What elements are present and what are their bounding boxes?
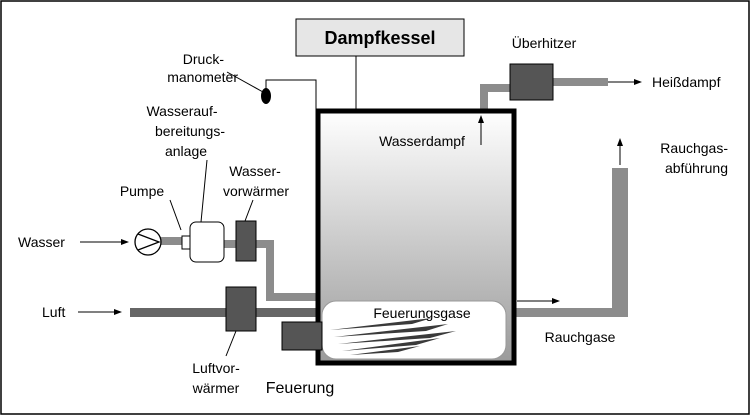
title-box	[295, 18, 465, 57]
water-preheater	[235, 220, 257, 262]
label-aufb-1: Wasserauf-	[146, 103, 217, 119]
title: Dampfkessel	[324, 28, 435, 48]
superheater	[509, 63, 554, 101]
label-pumpe: Pumpe	[120, 183, 165, 199]
pipe-pump-treatment	[160, 237, 190, 245]
label-ueberhitzer: Überhitzer	[512, 34, 577, 51]
burner	[281, 321, 323, 351]
arrows	[78, 71, 642, 357]
pipe-preheater-out	[256, 240, 274, 248]
gauge-line	[265, 79, 317, 111]
label-heissdampf: Heißdampf	[652, 74, 721, 90]
label-rauchgasab-1: Rauchgas-	[660, 140, 728, 156]
pipe-flue-horizontal	[510, 308, 628, 317]
pipe-air-in	[130, 308, 226, 317]
label-luftv-2: wärmer	[192, 380, 240, 396]
label-druck-2: manometer	[167, 69, 238, 85]
label-luft: Luft	[42, 304, 65, 320]
flame-icon	[330, 318, 456, 355]
label-vorw-2: vorwärmer	[223, 183, 289, 199]
label-druck-1: Druck-	[183, 51, 225, 67]
water-treatment-plant	[181, 221, 225, 263]
label-wasserdampf: Wasserdampf	[379, 133, 465, 149]
label-vorw-1: Wasser-	[229, 163, 281, 179]
pipe-steam-up	[480, 84, 488, 114]
pipe-water-boiler	[266, 293, 318, 301]
air-preheater	[225, 286, 257, 332]
label-luftv-1: Luftvor-	[192, 360, 240, 376]
label-rauchgasab-2: abführung	[665, 160, 728, 176]
label-rauchgase: Rauchgase	[545, 329, 616, 345]
pipe-superheater-out	[553, 78, 608, 86]
label-aufb-3: anlage	[165, 143, 207, 159]
pipe-air-boiler	[256, 308, 322, 317]
gauge-icon	[261, 88, 271, 104]
pump-icon	[134, 228, 162, 256]
pipe-flue-stack	[612, 168, 628, 317]
label-feuerungsgase: Feuerungsgase	[373, 305, 471, 321]
pipes	[130, 78, 628, 317]
pipe-treatment-preheater	[223, 240, 237, 248]
pipe-water-down	[266, 240, 274, 300]
label-wasser: Wasser	[18, 234, 65, 250]
pipe-steam-superheater	[480, 84, 512, 92]
label-aufb-2: bereitungs-	[155, 123, 225, 139]
label-feuerung: Feuerung	[266, 380, 335, 397]
